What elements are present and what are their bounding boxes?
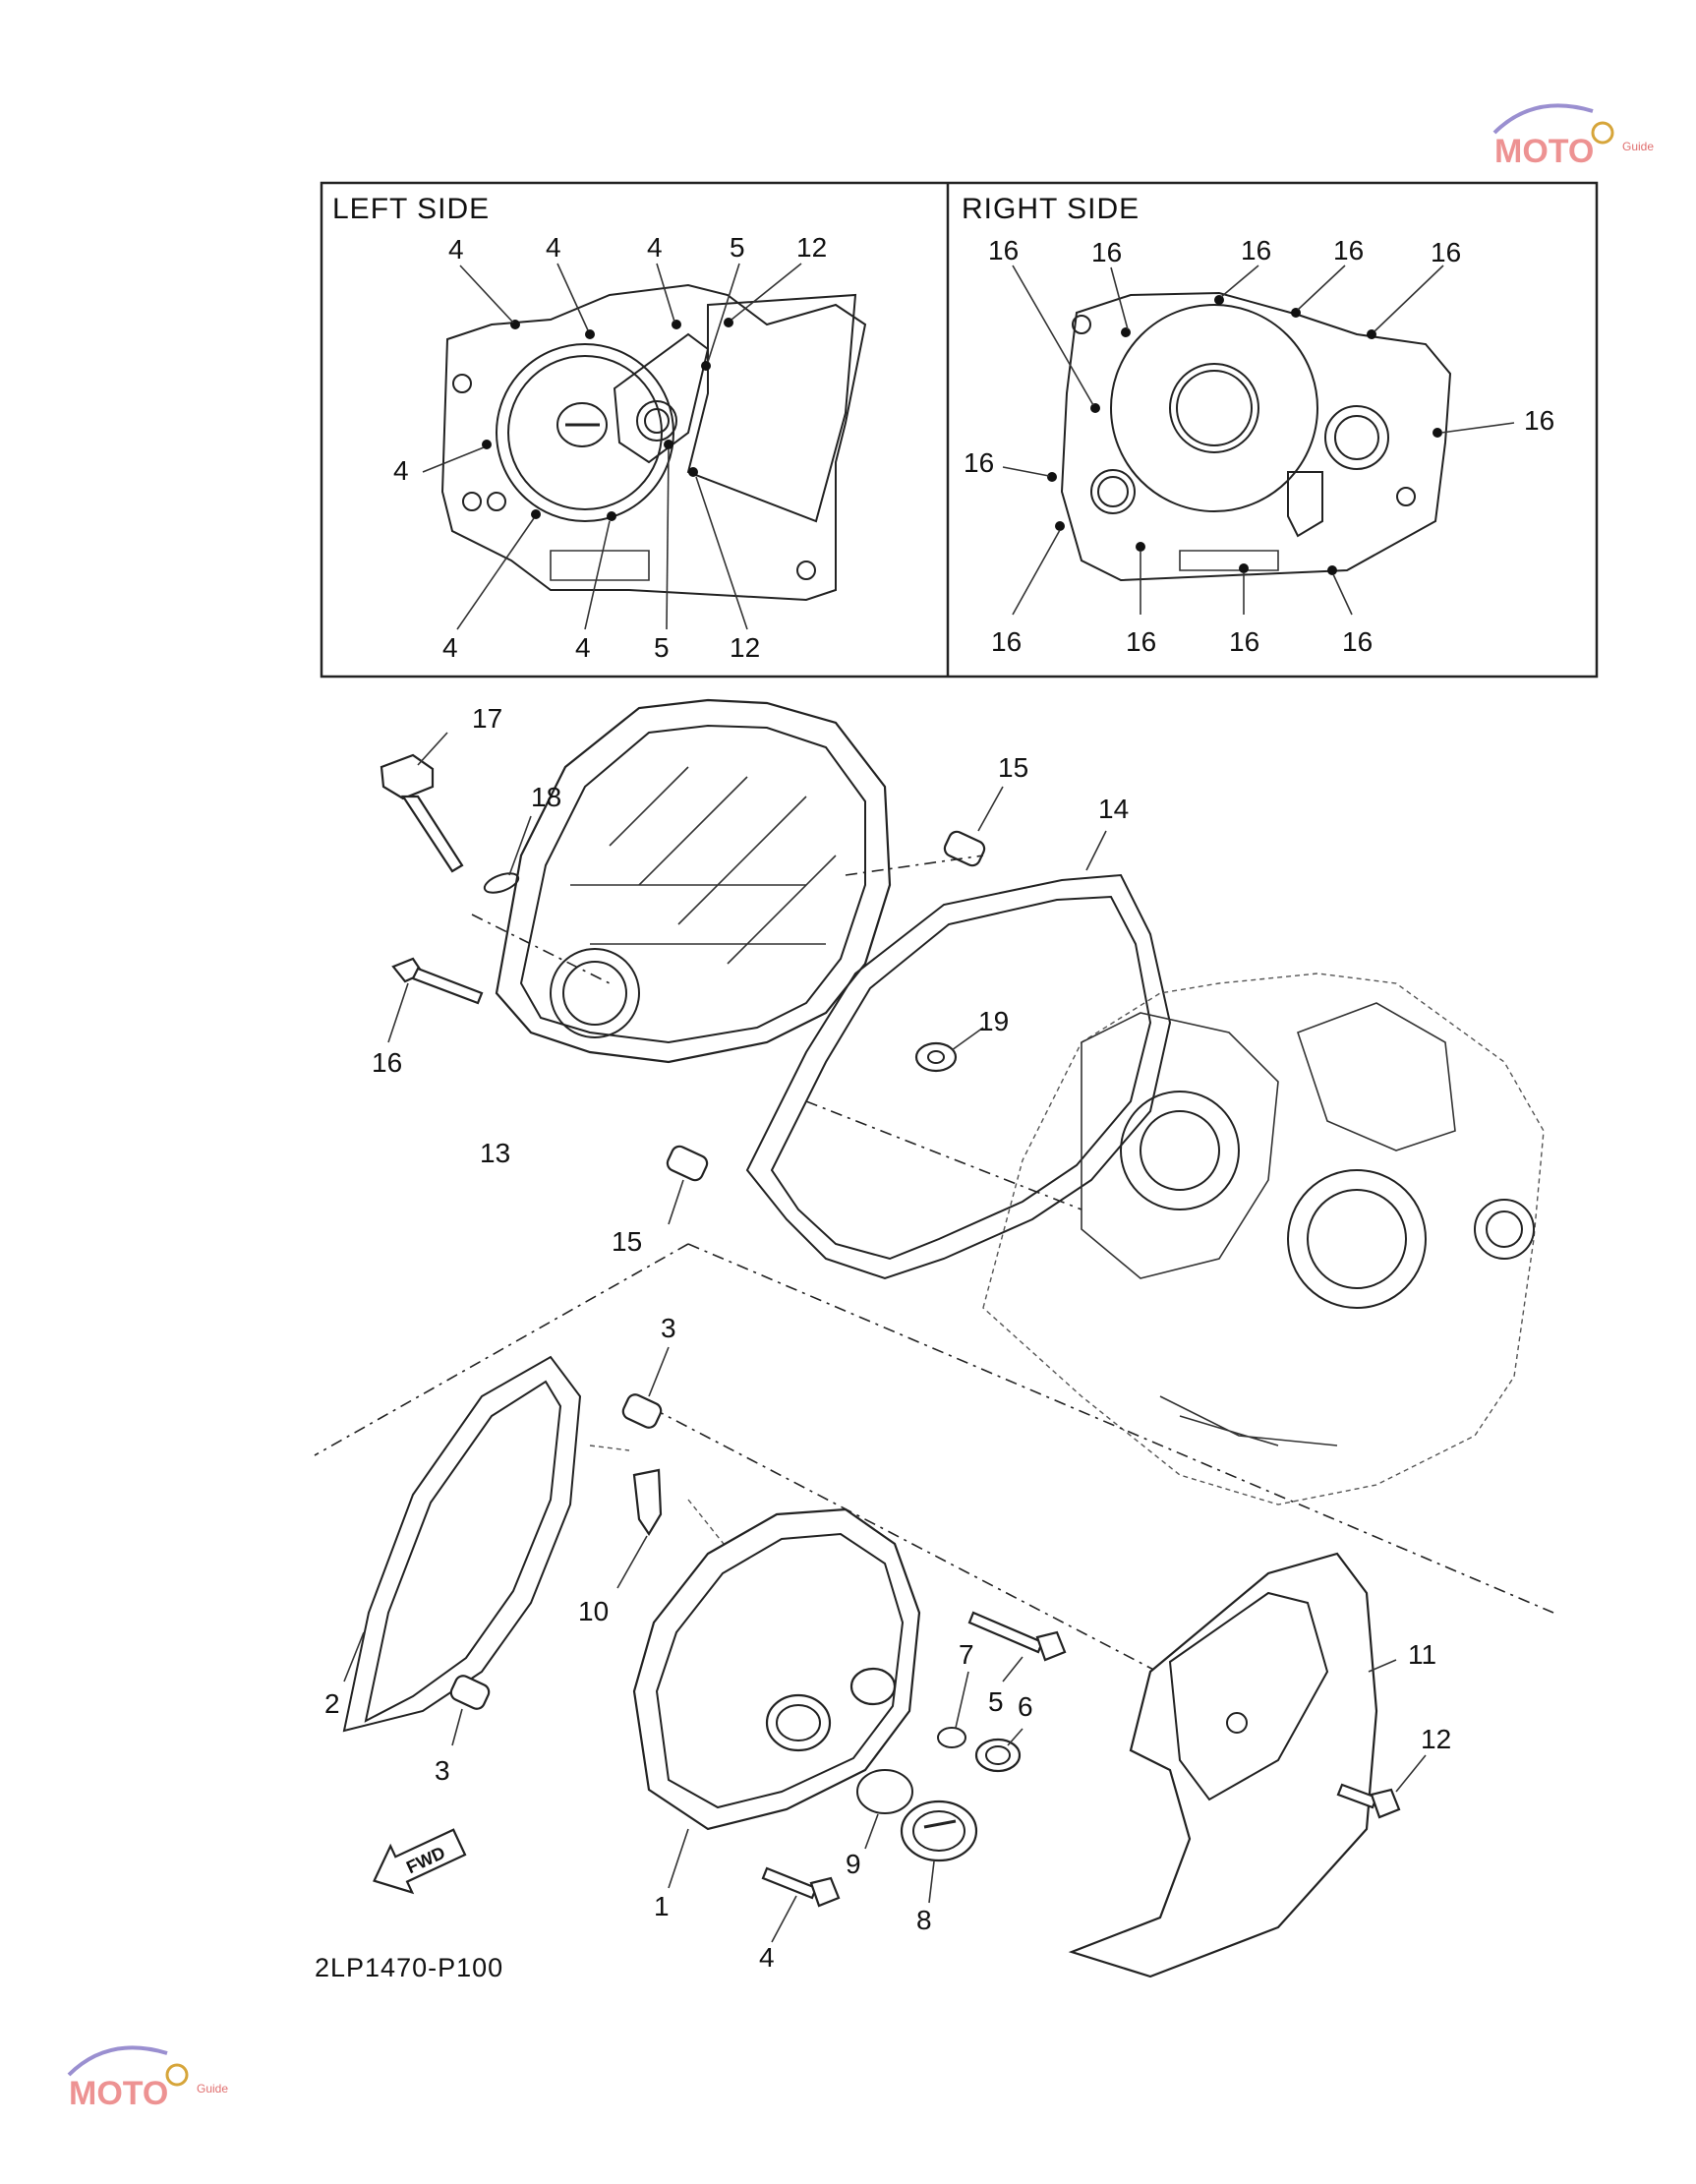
fwd-arrow-icon: FWD	[373, 1828, 467, 1895]
svg-text:16: 16	[1333, 235, 1364, 266]
svg-text:12: 12	[796, 232, 827, 263]
gasket-2	[342, 1355, 582, 1733]
svg-text:16: 16	[1126, 626, 1156, 657]
svg-text:5: 5	[730, 232, 745, 263]
svg-text:19: 19	[978, 1006, 1009, 1036]
svg-text:7: 7	[959, 1639, 974, 1670]
svg-text:4: 4	[393, 455, 409, 486]
bolt-16	[387, 957, 484, 1043]
svg-text:4: 4	[759, 1942, 775, 1973]
plug-6	[974, 1728, 1023, 1773]
svg-text:16: 16	[991, 626, 1022, 657]
svg-text:16: 16	[1091, 237, 1122, 267]
diagram-reference-code: 2LP1470-P100	[315, 1953, 503, 1982]
bolt-5	[967, 1611, 1067, 1682]
svg-text:16: 16	[1431, 237, 1461, 267]
svg-text:16: 16	[1342, 626, 1373, 657]
svg-text:4: 4	[575, 632, 591, 663]
right-side-title: RIGHT SIDE	[962, 193, 1140, 225]
washer-19	[914, 1027, 984, 1073]
svg-text:12: 12	[730, 632, 760, 663]
dowel-pin-15-lower	[666, 1145, 709, 1225]
svg-text:16: 16	[1229, 626, 1259, 657]
left-side-callouts: 4 4 4 5 12 4 4 4 5 12	[393, 232, 827, 663]
svg-text:14: 14	[1098, 794, 1129, 824]
svg-text:13: 13	[480, 1138, 510, 1168]
svg-text:4: 4	[647, 232, 663, 263]
bolt-12	[1336, 1754, 1427, 1819]
dowel-pin-15-upper	[943, 786, 1004, 867]
svg-text:8: 8	[916, 1905, 932, 1935]
svg-text:Guide: Guide	[1622, 140, 1654, 153]
svg-text:MOTO: MOTO	[1494, 133, 1594, 170]
svg-text:Guide: Guide	[197, 2082, 228, 2095]
svg-text:11: 11	[1408, 1639, 1436, 1670]
svg-text:9: 9	[846, 1849, 861, 1879]
svg-text:5: 5	[654, 632, 670, 663]
svg-text:18: 18	[531, 782, 561, 812]
svg-text:17: 17	[472, 703, 502, 734]
right-side-engine-view	[1002, 265, 1515, 616]
svg-text:16: 16	[964, 447, 994, 478]
crankcase-cover-left	[632, 1507, 921, 1889]
clip-10	[589, 1445, 729, 1589]
sprocket-cover-11	[1068, 1552, 1397, 1978]
dowel-pin-3-lower	[449, 1675, 491, 1746]
svg-text:MOTO: MOTO	[69, 2075, 168, 2112]
svg-text:12: 12	[1421, 1724, 1451, 1754]
svg-text:6: 6	[1018, 1691, 1033, 1722]
svg-text:4: 4	[448, 234, 464, 265]
left-side-engine-view	[422, 263, 867, 630]
svg-text:2: 2	[324, 1688, 340, 1719]
svg-text:16: 16	[988, 235, 1019, 266]
svg-text:10: 10	[578, 1596, 609, 1626]
right-side-callouts: 16 16 16 16 16 16 16 16 16 16 16	[964, 235, 1554, 657]
bolt-4	[761, 1866, 841, 1943]
svg-text:4: 4	[546, 232, 561, 263]
left-side-title: LEFT SIDE	[332, 193, 490, 225]
o-ring-7	[937, 1671, 969, 1748]
sensor-17	[380, 732, 464, 873]
crankcase-body	[982, 973, 1545, 1505]
watermark-logo-icon: MOTO Guide	[67, 2045, 228, 2112]
svg-text:15: 15	[612, 1226, 642, 1257]
exploded-view-callouts: 17 18 16 13 15 15 14 19 3 3 2 10 1 4 5 7…	[324, 703, 1451, 1973]
o-ring-18	[483, 815, 532, 894]
watermark-logo-icon: MOTO Guide	[1492, 103, 1654, 170]
plug-8	[900, 1800, 978, 1904]
side-view-panels: LEFT SIDE RIGHT SIDE	[320, 181, 1599, 679]
svg-text:16: 16	[372, 1047, 402, 1078]
svg-text:3: 3	[661, 1313, 676, 1343]
svg-text:1: 1	[654, 1891, 670, 1921]
gasket-14	[745, 830, 1172, 1280]
svg-text:15: 15	[998, 752, 1028, 783]
o-ring-9	[856, 1769, 913, 1850]
svg-text:3: 3	[435, 1755, 450, 1786]
svg-text:16: 16	[1524, 405, 1554, 436]
svg-text:4: 4	[442, 632, 458, 663]
svg-text:5: 5	[988, 1686, 1004, 1717]
svg-text:16: 16	[1241, 235, 1271, 266]
crankcase-cover-right	[495, 698, 892, 1064]
dowel-pin-3-upper	[621, 1346, 670, 1429]
